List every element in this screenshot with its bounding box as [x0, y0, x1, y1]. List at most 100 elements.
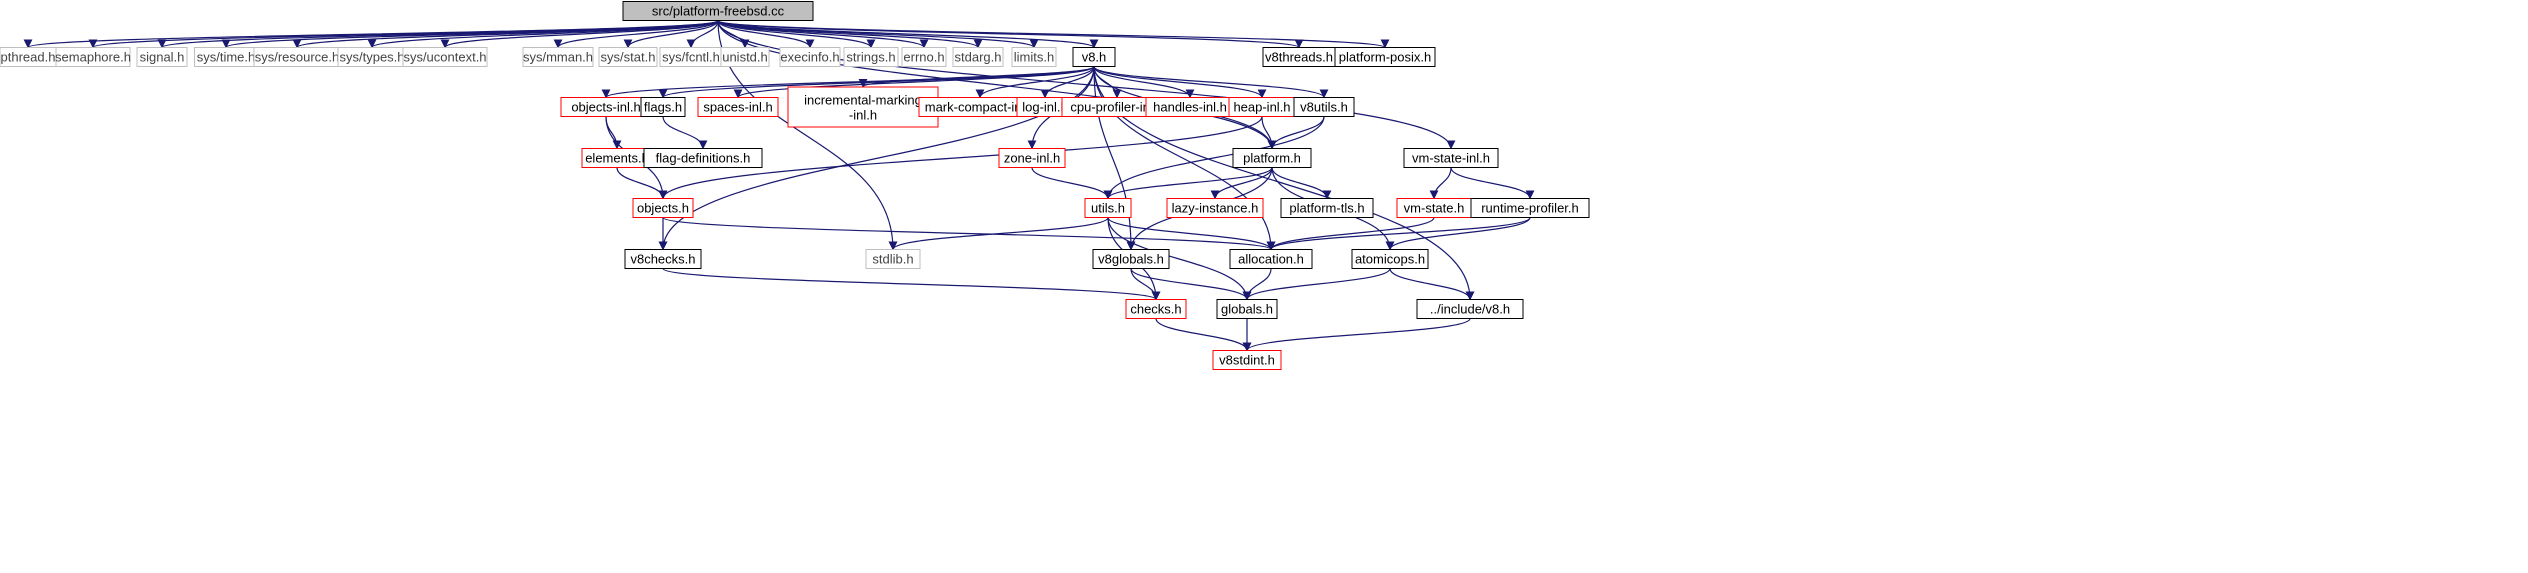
node-zone-inl[interactable]: zone-inl.h	[998, 148, 1066, 168]
node-label: sys/ucontext.h	[403, 50, 486, 65]
node-box	[1216, 299, 1278, 319]
node-platform-tls[interactable]: platform-tls.h	[1280, 198, 1374, 218]
node-label: sys/mman.h	[523, 50, 593, 65]
edge-atomicops-to-include_v8	[1389, 268, 1475, 301]
node-box	[1212, 350, 1282, 370]
node-checks[interactable]: checks.h	[1125, 299, 1187, 319]
node-label: handles-inl.h	[1153, 100, 1227, 115]
node-globals[interactable]: globals.h	[1216, 299, 1278, 319]
node-box	[1334, 47, 1436, 67]
edge-root-to-sys_ucontext	[440, 19, 719, 49]
node-allocation[interactable]: allocation.h	[1229, 249, 1313, 269]
edge-v8utils-to-utils	[1103, 116, 1325, 200]
node-objects[interactable]: objects.h	[632, 198, 694, 218]
node-include-v8[interactable]: ../include/v8.h	[1416, 299, 1524, 319]
edge-v8-to-spaces_inl	[733, 65, 1095, 99]
node-log-inl[interactable]: log-inl.h	[1016, 97, 1074, 117]
node-v8utils[interactable]: v8utils.h	[1293, 97, 1355, 117]
node-label: platform-posix.h	[1339, 50, 1431, 65]
edge-v8-to-v8globals	[1093, 66, 1136, 251]
node-atomicops[interactable]: atomicops.h	[1351, 249, 1429, 269]
node-objects-inl[interactable]: objects-inl.h	[560, 97, 652, 117]
node-root[interactable]: src/platform-freebsd.cc	[622, 1, 814, 21]
node-box	[998, 148, 1066, 168]
node-label: sys/time.h	[197, 50, 256, 65]
node-spaces-inl[interactable]: spaces-inl.h	[697, 97, 779, 117]
node-stdlib: stdlib.h	[865, 249, 921, 269]
node-label: pthread.h	[1, 50, 56, 65]
edge-objects_inl-to-elements	[605, 116, 622, 150]
node-heap-inl[interactable]: heap-inl.h	[1228, 97, 1296, 117]
node-limits: limits.h	[1011, 47, 1057, 67]
node-box	[624, 249, 702, 269]
node-elements[interactable]: elements.h	[581, 148, 653, 168]
node-incremental-marking[interactable]: incremental-marking-inl.h	[787, 86, 939, 128]
node-label: v8.h	[1082, 50, 1107, 65]
node-box	[1293, 97, 1355, 117]
edge-root-to-sys_fcntl	[686, 20, 719, 49]
node-label: execinfo.h	[780, 50, 839, 65]
node-box	[1092, 249, 1170, 269]
node-v8globals[interactable]: v8globals.h	[1092, 249, 1170, 269]
node-execinfo: execinfo.h	[779, 47, 841, 67]
node-label: -inl.h	[849, 108, 877, 123]
node-label: lazy-instance.h	[1172, 201, 1259, 216]
node-box	[779, 47, 841, 67]
node-label: globals.h	[1221, 302, 1273, 317]
node-label: vm-state.h	[1404, 201, 1465, 216]
node-box	[643, 148, 763, 168]
node-stdarg: stdarg.h	[952, 47, 1004, 67]
node-vm-state-inl[interactable]: vm-state-inl.h	[1403, 148, 1499, 168]
node-handles-inl[interactable]: handles-inl.h	[1145, 97, 1235, 117]
node-label: v8checks.h	[630, 252, 695, 267]
edge-checks-to-v8stdint	[1155, 318, 1252, 352]
node-label: objects.h	[637, 201, 689, 216]
node-label: limits.h	[1014, 50, 1054, 65]
node-label: signal.h	[140, 50, 185, 65]
node-box	[1403, 148, 1499, 168]
node-label: spaces-inl.h	[703, 100, 772, 115]
node-platform-posix[interactable]: platform-posix.h	[1334, 47, 1436, 67]
node-label: zone-inl.h	[1004, 151, 1060, 166]
node-label: sys/stat.h	[601, 50, 656, 65]
node-label: elements.h	[585, 151, 649, 166]
node-flags[interactable]: flags.h	[640, 97, 686, 117]
node-label: src/platform-freebsd.cc	[652, 4, 785, 19]
node-v8[interactable]: v8.h	[1072, 47, 1116, 67]
node-lazy-instance[interactable]: lazy-instance.h	[1166, 198, 1264, 218]
node-v8checks[interactable]: v8checks.h	[624, 249, 702, 269]
edge-root-to-platform	[717, 20, 1277, 150]
node-box	[1470, 198, 1590, 218]
edge-v8-to-mark_compact_inl	[975, 66, 1095, 99]
node-box	[1351, 249, 1429, 269]
node-platform[interactable]: platform.h	[1232, 148, 1312, 168]
node-mark-compact-inl[interactable]: mark-compact-inl.h	[918, 97, 1042, 117]
node-box	[640, 97, 686, 117]
edge-v8globals-to-globals	[1130, 268, 1252, 301]
node-cpu-profiler-inl[interactable]: cpu-profiler-inl.h	[1061, 97, 1173, 117]
node-label: v8globals.h	[1098, 252, 1164, 267]
node-box	[55, 47, 131, 67]
node-flag-definitions[interactable]: flag-definitions.h	[643, 148, 763, 168]
edge-vm_state_inl-to-runtime_profiler	[1450, 167, 1535, 200]
node-v8stdint[interactable]: v8stdint.h	[1212, 350, 1282, 370]
edge-flags-to-flag_definitions	[662, 116, 708, 150]
edge-allocation-to-globals	[1242, 268, 1272, 301]
edge-root-to-sys_types	[367, 19, 719, 49]
node-label: sys/resource.h	[255, 50, 340, 65]
node-v8threads[interactable]: v8threads.h	[1262, 47, 1336, 67]
node-box	[1011, 47, 1057, 67]
edge-v8-to-log_inl	[1040, 66, 1095, 99]
edge-platform-to-lazy_instance	[1210, 167, 1273, 200]
node-utils[interactable]: utils.h	[1084, 198, 1132, 218]
node-vm-state[interactable]: vm-state.h	[1396, 198, 1472, 218]
edge-platform-to-utils	[1103, 166, 1273, 200]
node-runtime-profiler[interactable]: runtime-profiler.h	[1470, 198, 1590, 218]
node-label: errno.h	[903, 50, 944, 65]
edge-v8-to-incremental_marking	[858, 65, 1095, 88]
node-box	[697, 97, 779, 117]
node-label: platform-tls.h	[1289, 201, 1364, 216]
edge-elements-to-objects	[616, 167, 668, 200]
edge-runtime_profiler-to-atomicops	[1385, 217, 1531, 251]
edge-runtime_profiler-to-allocation	[1266, 216, 1531, 251]
